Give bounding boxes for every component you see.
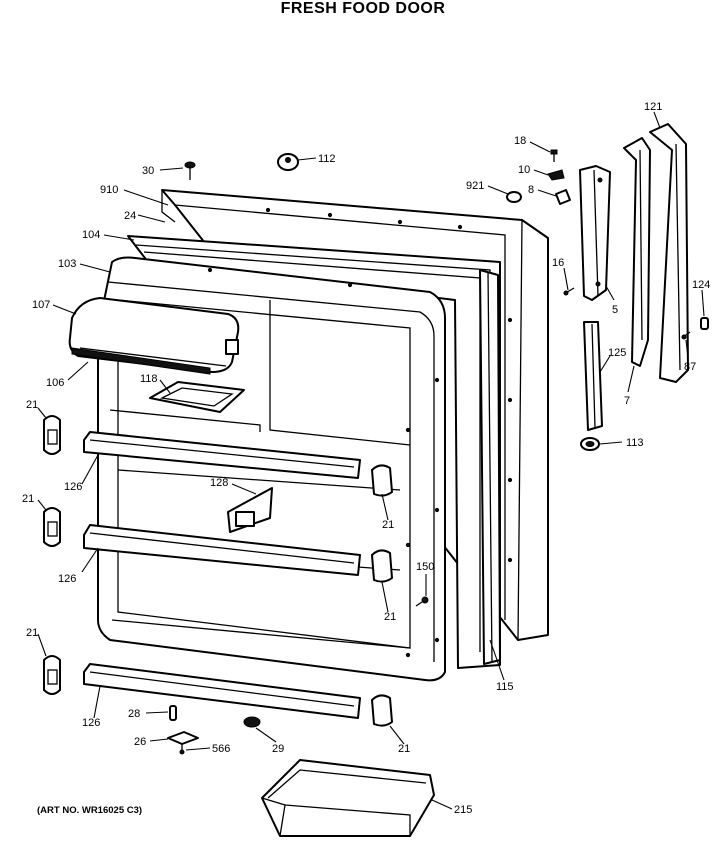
leader-lines	[37, 111, 705, 810]
callout-7: 7	[624, 395, 630, 407]
callout-21-right-lower: 21	[398, 743, 410, 755]
cap-112	[277, 153, 299, 171]
diagram-title: FRESH FOOD DOOR	[280, 0, 446, 17]
callout-labels: 30 112 910 24 104 103 107 106 118 21 21 …	[22, 101, 710, 816]
handle-mount-bracket-5	[579, 165, 611, 301]
shelf-end-cap-left-lower	[43, 655, 61, 695]
shelf-end-cap-right-middle	[371, 549, 393, 583]
callout-18: 18	[514, 135, 526, 147]
callout-126-upper: 126	[64, 481, 82, 493]
callout-16: 16	[552, 257, 564, 269]
callout-106: 106	[46, 377, 64, 389]
callout-21-left-lower: 21	[26, 627, 38, 639]
shelf-rail-lower	[83, 663, 361, 719]
plug-29	[243, 716, 261, 728]
clip-8	[555, 189, 571, 205]
callout-107: 107	[32, 299, 50, 311]
callout-21-right-upper: 21	[382, 519, 394, 531]
breaker-strip	[479, 269, 501, 665]
callout-128: 128	[210, 477, 228, 489]
clip-10	[547, 169, 565, 181]
callout-26: 26	[134, 736, 146, 748]
callout-10: 10	[518, 164, 530, 176]
plate-26	[167, 731, 199, 745]
callout-87: 87	[684, 361, 696, 373]
butter-shelf	[149, 381, 245, 413]
callout-104: 104	[82, 229, 100, 241]
callout-113: 113	[626, 437, 644, 449]
shelf-end-cap-right-upper	[371, 464, 393, 497]
bottle-bin	[261, 759, 435, 837]
callout-29: 29	[272, 743, 284, 755]
callout-150: 150	[416, 561, 434, 573]
screw-18	[550, 149, 558, 162]
callout-118: 118	[140, 373, 158, 385]
callout-125: 125	[608, 347, 626, 359]
callout-21-right-middle: 21	[384, 611, 396, 623]
callout-126-middle: 126	[58, 573, 76, 585]
callout-921: 921	[466, 180, 484, 192]
screw-566	[179, 744, 185, 755]
callout-5: 5	[612, 304, 618, 316]
handle-7	[623, 137, 651, 367]
shelf-rail-middle	[83, 524, 361, 576]
callout-910: 910	[100, 184, 118, 196]
screw-16	[563, 287, 575, 296]
callout-8: 8	[528, 184, 534, 196]
plug-921	[506, 191, 522, 203]
callout-103: 103	[58, 258, 76, 270]
handle-121	[649, 123, 689, 383]
handle-cap-113	[580, 437, 600, 451]
callout-21-left-middle: 21	[22, 493, 34, 505]
shelf-end-cap-left-middle	[43, 507, 61, 547]
handle-trim-125	[583, 321, 603, 431]
shelf-end-cap-right-lower	[371, 694, 393, 727]
callout-121: 121	[644, 101, 662, 113]
callout-28: 28	[128, 708, 140, 720]
dairy-hinge-strip	[71, 347, 211, 375]
callout-215: 215	[454, 804, 472, 816]
shelf-rail-upper	[83, 431, 361, 479]
plug-124	[700, 317, 709, 330]
callout-21-left-upper: 21	[26, 399, 38, 411]
art-number: (ART NO. WR16025 C3)	[37, 805, 143, 816]
bolt-28	[169, 705, 177, 721]
callout-115: 115	[496, 681, 514, 693]
shelf-end-cap-left-upper	[43, 415, 61, 455]
callout-112: 112	[318, 153, 336, 165]
screw-150	[415, 596, 429, 607]
callout-124: 124	[692, 279, 710, 291]
callout-24: 24	[124, 210, 136, 222]
shelf-divider	[227, 487, 273, 533]
screw-87	[681, 331, 691, 340]
screw-30	[184, 161, 196, 180]
callout-126-lower: 126	[82, 717, 100, 729]
callout-30: 30	[142, 165, 154, 177]
callout-566: 566	[212, 743, 230, 755]
